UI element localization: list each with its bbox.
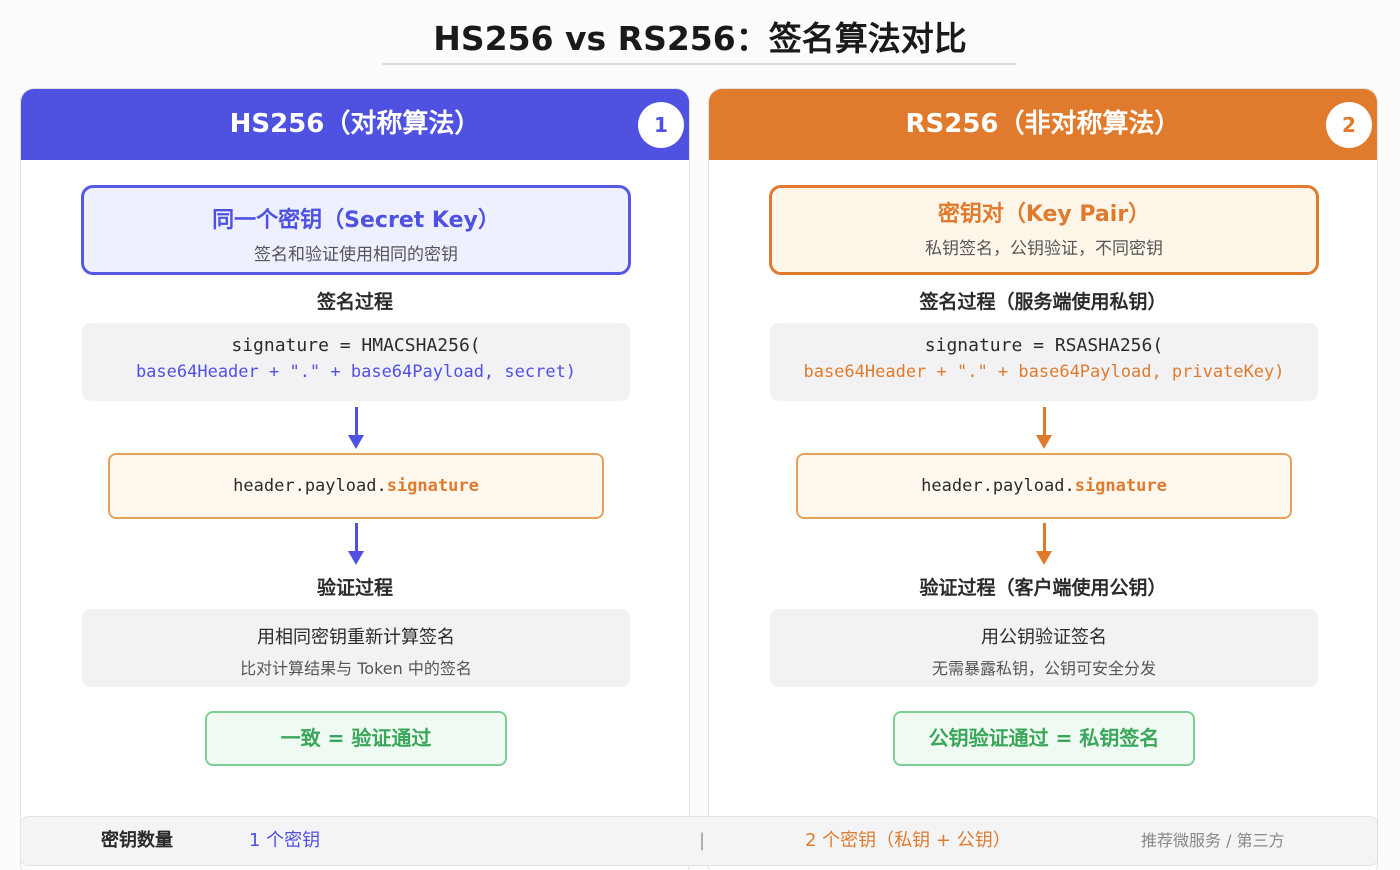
rs256-verify-sub: 无需暴露私钥，公钥可安全分发: [931, 659, 1156, 678]
rs256-key-count: 2 个密钥（私钥 + 公钥）: [805, 830, 1011, 851]
title-divider: [382, 63, 1016, 65]
hs256-key-subtitle: 签名和验证使用相同的密钥: [254, 245, 458, 265]
rs256-token-prefix: header.payload.: [921, 476, 1075, 496]
hs256-arrow-down-icon: [346, 407, 366, 451]
rs256-token-box: header.payload.signature: [796, 453, 1292, 519]
recommendation-note: 推荐微服务 / 第三方: [1141, 831, 1285, 850]
rs256-header: RS256（非对称算法）: [709, 89, 1377, 160]
rs256-key-title: 密钥对（Key Pair）: [937, 202, 1151, 227]
hs256-header: HS256（对称算法）: [21, 89, 689, 160]
hs256-sign-label: 签名过程: [316, 291, 393, 313]
hs256-verify-main: 用相同密钥重新计算签名: [257, 627, 455, 648]
rs256-key-subtitle: 私钥签名，公钥验证，不同密钥: [925, 239, 1163, 259]
hs256-token-box: header.payload.signature: [108, 453, 604, 519]
rs256-verify-box: 用公钥验证签名 无需暴露私钥，公钥可安全分发: [770, 609, 1318, 687]
hs256-verify-box: 用相同密钥重新计算签名 比对计算结果与 Token 中的签名: [82, 609, 630, 687]
hs256-code-box: signature = HMACSHA256( base64Header + "…: [82, 323, 630, 401]
rs256-arrow-down-icon: [1034, 523, 1054, 567]
rs256-result-box: 公钥验证通过 = 私钥签名: [893, 711, 1195, 766]
hs256-token-signature: signature: [386, 476, 479, 496]
rs256-arrow-down-icon: [1034, 407, 1054, 451]
hs256-result-box: 一致 = 验证通过: [205, 711, 507, 766]
hs256-arrow-down-icon: [346, 523, 366, 567]
key-count-label: 密钥数量: [101, 830, 173, 851]
hs256-key-box: 同一个密钥（Secret Key） 签名和验证使用相同的密钥: [81, 185, 631, 275]
hs256-code-line2: base64Header + "." + base64Payload, secr…: [135, 362, 577, 382]
rs256-panel: RS256（非对称算法） 2 密钥对（Key Pair） 私钥签名，公钥验证，不…: [708, 88, 1378, 870]
hs256-code-line1: signature = HMACSHA256(: [231, 335, 481, 356]
page-title: HS256 vs RS256：签名算法对比: [433, 19, 967, 58]
hs256-verify-sub: 比对计算结果与 Token 中的签名: [240, 659, 472, 678]
rs256-code-box: signature = RSASHA256( base64Header + ".…: [770, 323, 1318, 401]
bar-separator: |: [699, 830, 706, 851]
rs256-sign-label: 签名过程（服务端使用私钥）: [919, 291, 1167, 313]
rs256-code-line1: signature = RSASHA256(: [924, 335, 1164, 356]
rs256-token-signature: signature: [1074, 476, 1167, 496]
hs256-panel: HS256（对称算法） 1 同一个密钥（Secret Key） 签名和验证使用相…: [20, 88, 690, 870]
hs256-key-count: 1 个密钥: [249, 830, 321, 851]
key-count-bar: 密钥数量 1 个密钥 | 2 个密钥（私钥 + 公钥） 推荐微服务 / 第三方: [20, 816, 1378, 866]
hs256-number-badge: 1: [638, 102, 684, 148]
rs256-verify-main: 用公钥验证签名: [981, 627, 1107, 648]
rs256-verify-label: 验证过程（客户端使用公钥）: [919, 577, 1167, 599]
hs256-token-prefix: header.payload.: [233, 476, 387, 496]
rs256-code-line2: base64Header + "." + base64Payload, priv…: [803, 362, 1285, 382]
rs256-number-badge: 2: [1326, 102, 1372, 148]
hs256-key-title: 同一个密钥（Secret Key）: [212, 208, 500, 233]
hs256-verify-label: 验证过程: [316, 577, 393, 599]
rs256-key-box: 密钥对（Key Pair） 私钥签名，公钥验证，不同密钥: [769, 185, 1319, 275]
